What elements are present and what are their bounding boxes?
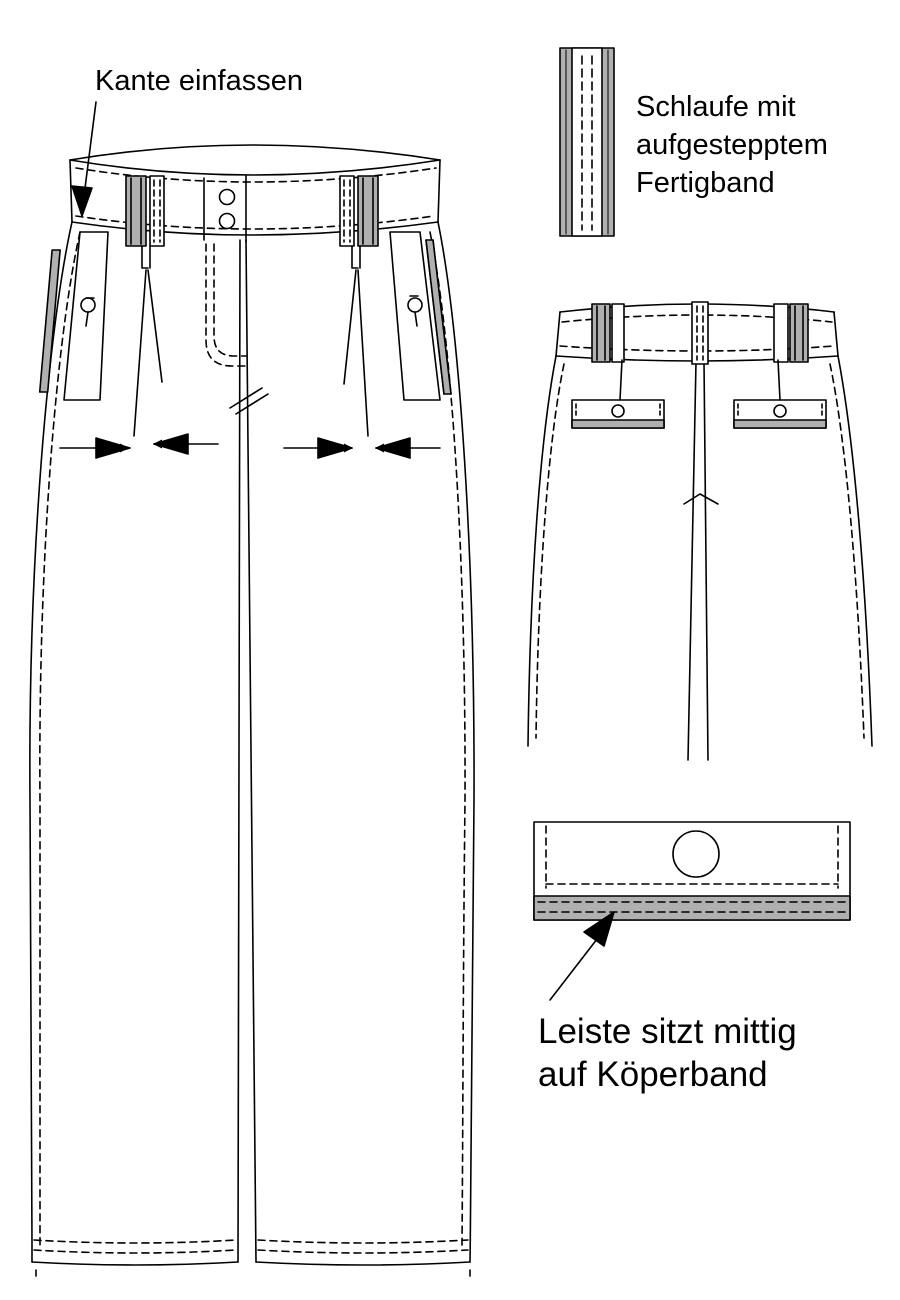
edge-pointer-line [83, 101, 97, 197]
label-strip-position: Leiste sitzt mittig auf Köperband [538, 1010, 797, 1096]
back-pocket-flap-left [571, 399, 665, 429]
label-strip-line-1: Leiste sitzt mittig [538, 1012, 797, 1051]
side-pocket-left [38, 231, 109, 401]
label-belt-loop: Schlaufe mit aufgestepptem Fertigband [636, 88, 828, 202]
edge-pointer-head [71, 185, 93, 217]
pleat-left [133, 245, 163, 437]
pleat-right [343, 245, 369, 437]
belt-loops-front [125, 175, 379, 247]
arrow-right-2 [375, 437, 411, 459]
belt-loop-detail [559, 47, 615, 237]
pocket-flap-detail [533, 821, 851, 1001]
button-icon [672, 830, 720, 878]
label-edge-binding: Kante einfassen [95, 64, 303, 98]
trousers-back-view [527, 301, 873, 761]
arrow-left-2 [153, 433, 189, 455]
arrow-left-1 [95, 437, 131, 459]
label-belt-loop-line-2: aufgestepptem [636, 129, 828, 161]
fly-stitching-inner [213, 243, 247, 357]
side-pocket-right [389, 231, 452, 401]
label-strip-line-2: auf Köperband [538, 1055, 768, 1094]
label-belt-loop-line-1: Schlaufe mit [636, 91, 796, 123]
label-belt-loop-line-3: Fertigband [636, 167, 775, 199]
trousers-front-view [29, 101, 475, 1277]
waistband-front [69, 144, 441, 243]
fly-stitching [205, 243, 247, 367]
crotch-mark [229, 387, 269, 415]
label-edge-binding-text: Kante einfassen [95, 65, 303, 97]
arrow-right-1 [317, 437, 353, 459]
back-pocket-flap-right [733, 399, 827, 429]
trouser-outline [29, 221, 475, 1277]
waistband-buttons [218, 188, 236, 230]
